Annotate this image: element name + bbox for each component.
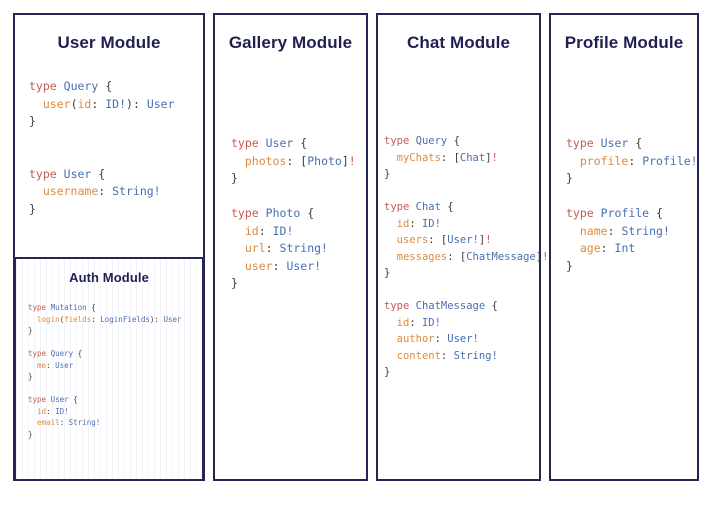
- code-auth-module: type Mutation { login(fields: LoginField…: [28, 303, 182, 439]
- code-gallery-module: type User { photos: [Photo]! } type Phot…: [231, 136, 356, 290]
- panel-auth-module[interactable]: Auth Module type Mutation { login(fields…: [14, 257, 204, 481]
- panel-title-gallery-module: Gallery Module: [228, 33, 353, 52]
- panel-title-profile-module: Profile Module: [564, 33, 684, 52]
- panel-title-chat-module: Chat Module: [406, 33, 511, 52]
- code-profile-module: type User { profile: Profile! } type Pro…: [566, 136, 698, 273]
- panel-profile-module[interactable]: Profile Module type User { profile: Prof…: [549, 13, 699, 481]
- panel-user-module[interactable]: User Module type Query { user(id: ID!): …: [13, 13, 205, 481]
- panel-title-auth-module: Auth Module: [69, 270, 149, 285]
- panel-gallery-module[interactable]: Gallery Module type User { photos: [Phot…: [213, 13, 368, 481]
- code-user-module: type Query { user(id: ID!): User } type …: [29, 79, 175, 216]
- panel-title-user-module: User Module: [57, 33, 161, 52]
- panel-chat-module[interactable]: Chat Module type Query { myChats: [Chat]…: [376, 13, 548, 481]
- code-chat-module: type Query { myChats: [Chat]! } type Cha…: [384, 135, 549, 378]
